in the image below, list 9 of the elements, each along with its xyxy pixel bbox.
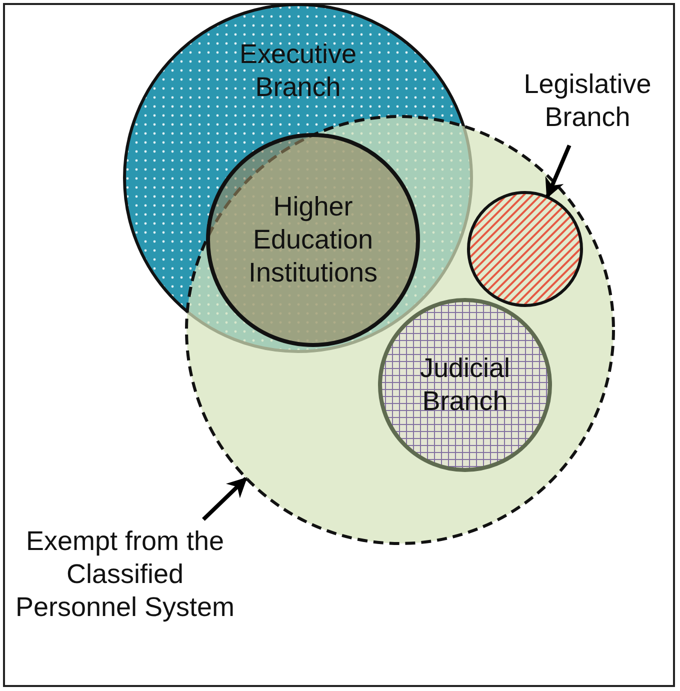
circle-label: Higher Education Institutions <box>247 190 379 290</box>
judicial-circle <box>378 298 552 472</box>
arrow <box>545 144 572 198</box>
higher-education-circle <box>206 133 420 347</box>
exempt-label: Exempt from the Classified Personnel System <box>15 525 235 665</box>
arrow <box>202 477 248 521</box>
legislative-label: Legislative Branch <box>505 68 670 138</box>
circle-label: Executive Branch <box>238 38 358 104</box>
legislative-circle <box>467 191 583 307</box>
